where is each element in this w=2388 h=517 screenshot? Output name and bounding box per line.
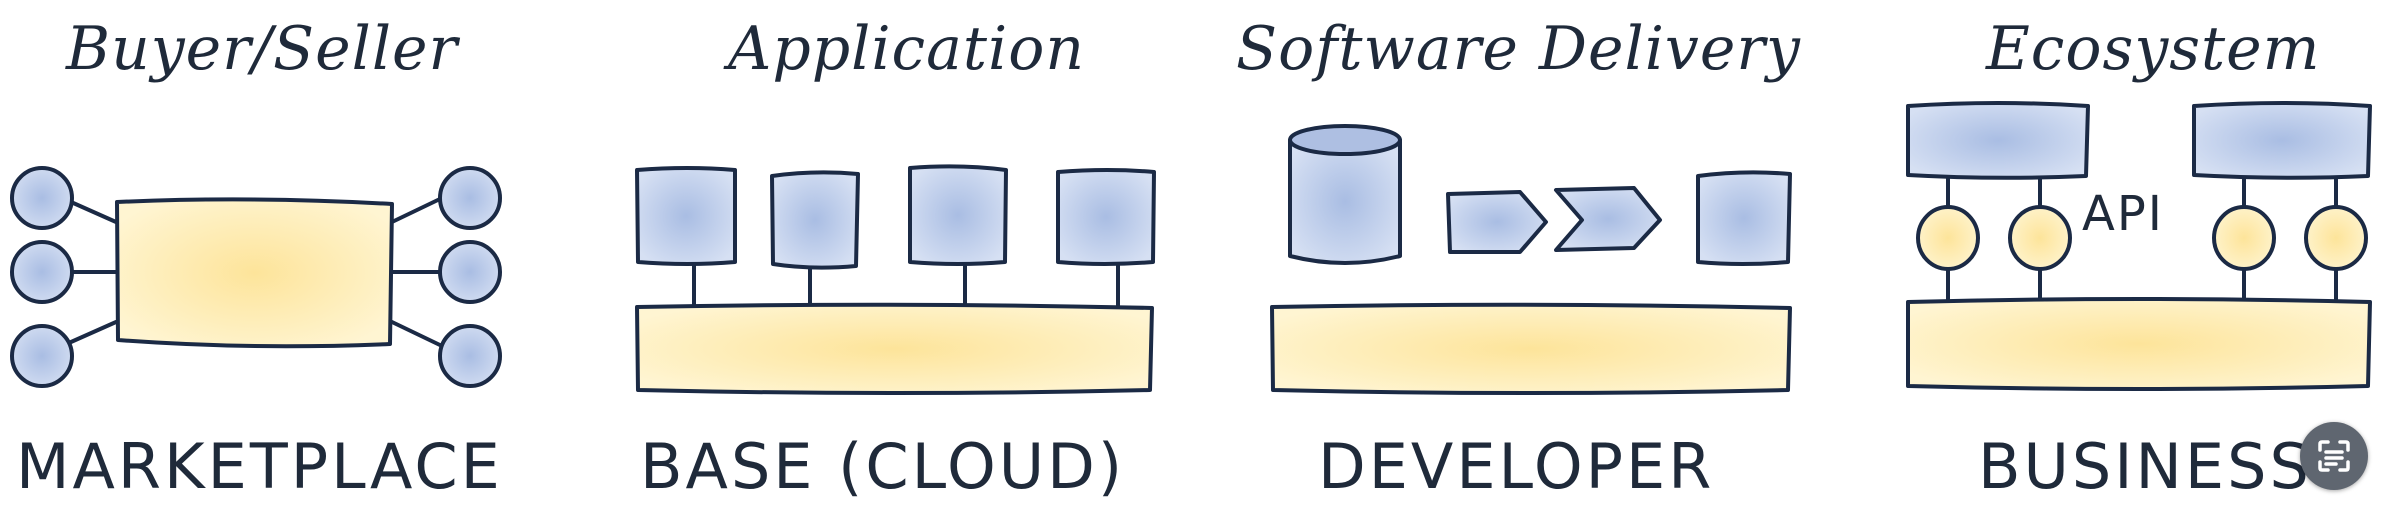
deployed-app-block (1696, 170, 1792, 266)
developer-diagram (1270, 124, 1792, 395)
caption-marketplace: MARKETPLACE (16, 430, 503, 503)
repository-icon (1288, 138, 1402, 265)
caption-business: BUSINESS (1978, 430, 2312, 503)
caption-developer: DEVELOPER (1318, 430, 1715, 503)
title-developer: Software Delivery (1236, 14, 1801, 84)
app-block (908, 164, 1008, 266)
app-block (635, 166, 737, 266)
title-business: Ecosystem (1986, 14, 2321, 84)
app-block (1056, 168, 1156, 266)
developer-platform (1270, 302, 1792, 395)
marketplace-platform (115, 197, 394, 349)
caption-base: BASE (CLOUD) (640, 430, 1126, 503)
buyer-node (10, 324, 74, 388)
connector-line (390, 196, 444, 224)
business-platform (1906, 297, 2372, 391)
api-endpoint-node (2008, 205, 2072, 271)
seller-node (438, 324, 502, 388)
seller-node (438, 240, 502, 304)
base-cloud-diagram (635, 164, 1156, 395)
buyer-node (10, 240, 74, 304)
app-block (770, 170, 860, 270)
cloud-base-platform (635, 302, 1154, 395)
seller-node (438, 166, 502, 230)
api-endpoint-node (1916, 205, 1980, 271)
connector-line (60, 320, 118, 348)
api-label: API (2082, 186, 2164, 242)
pipeline-stage-icon (1446, 190, 1548, 254)
title-base: Application (728, 14, 1085, 84)
partner-system-block (2192, 101, 2372, 180)
connector-line (390, 320, 444, 348)
text-scan-button[interactable] (2300, 422, 2368, 490)
partner-system-block (1906, 101, 2090, 180)
pipeline-stage-icon (1554, 186, 1662, 252)
marketplace-diagram (10, 166, 502, 388)
business-diagram (1906, 101, 2372, 391)
text-scan-icon (2318, 440, 2350, 472)
repository-top (1288, 124, 1402, 156)
title-marketplace: Buyer/Seller (66, 14, 459, 84)
api-endpoint-node (2212, 205, 2276, 271)
api-endpoint-node (2304, 205, 2368, 271)
buyer-node (10, 166, 74, 230)
